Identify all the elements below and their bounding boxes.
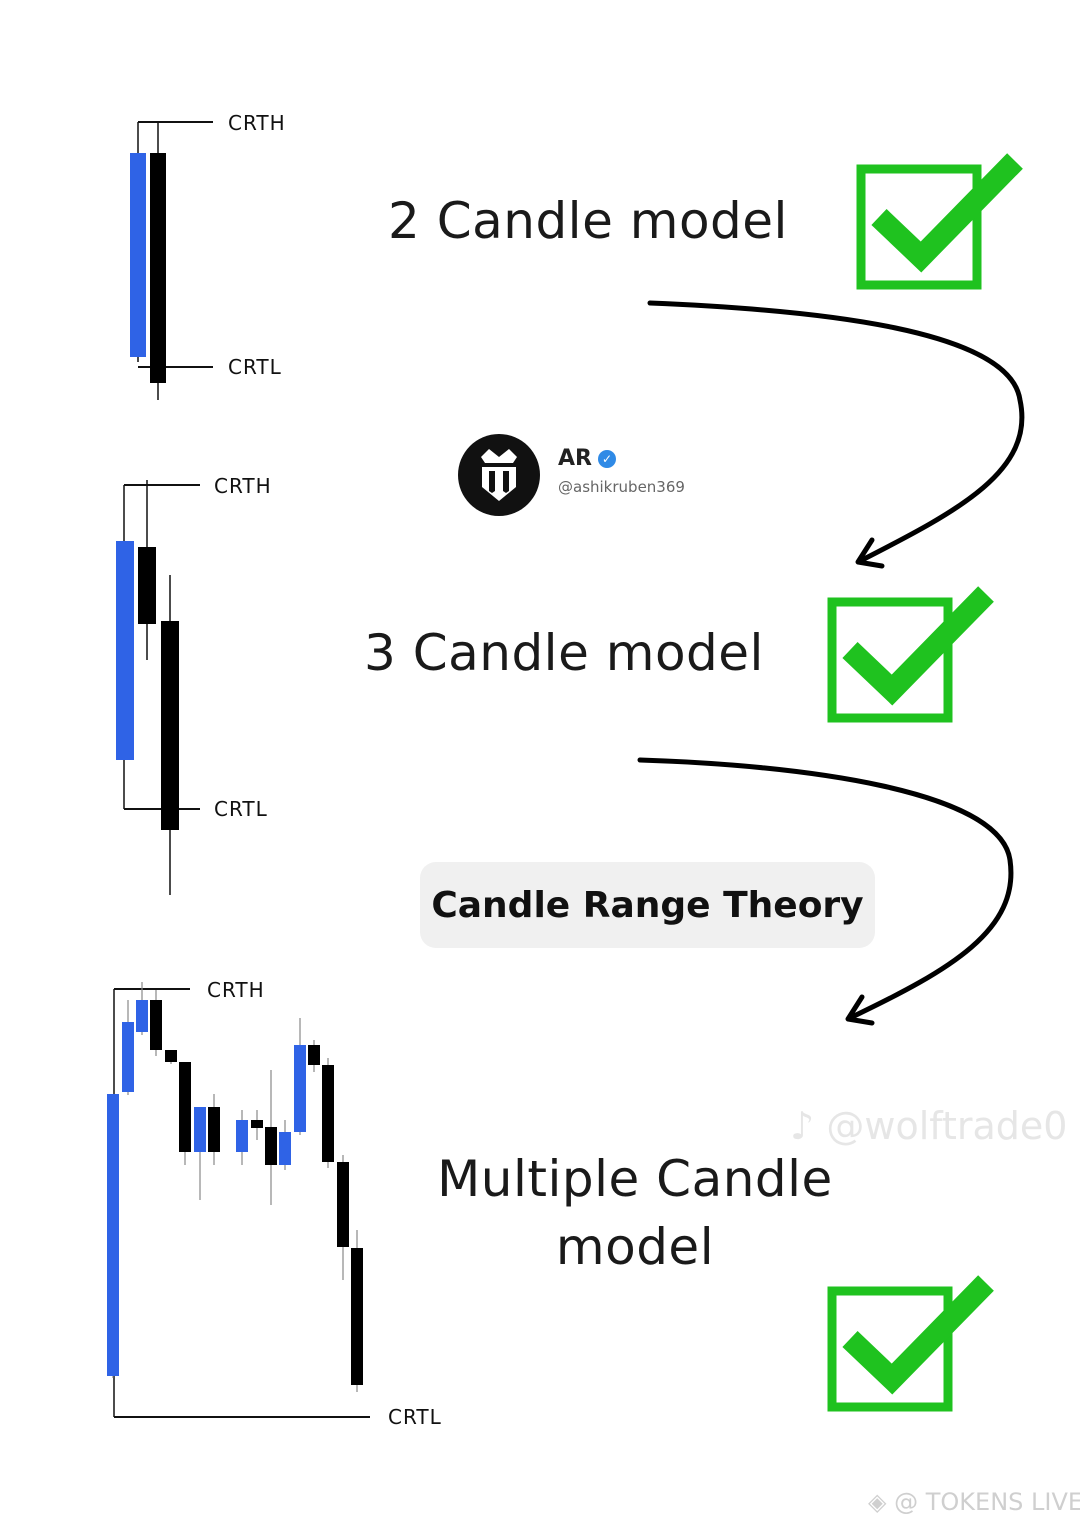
- heading-multiple-candle-line2: model: [555, 1218, 715, 1276]
- tiktok-watermark: ♪ @wolftrade0: [790, 1104, 1067, 1148]
- bull-candle: [236, 1120, 248, 1152]
- crtl-label: CRTL: [228, 355, 282, 379]
- footer-watermark-text: @ TOKENS LIVE: [894, 1488, 1080, 1516]
- chart-three-candle: CRTH CRTL: [116, 474, 272, 895]
- verified-badge-icon: ✓: [598, 450, 616, 468]
- heading-multiple-candle-line1: Multiple Candle: [437, 1150, 833, 1208]
- bear-candle: [161, 621, 179, 830]
- tiktok-icon: ♪: [790, 1104, 815, 1148]
- chart-multiple-candle: CRTH CRTL: [107, 978, 442, 1429]
- bull-candle: [122, 1022, 134, 1092]
- check-box-icon: [856, 153, 1023, 290]
- curved-arrow-icon: [637, 757, 1014, 1026]
- crtl-label: CRTL: [388, 1405, 442, 1429]
- bear-candle: [337, 1162, 349, 1247]
- bear-candle: [165, 1050, 177, 1062]
- crth-label: CRTH: [214, 474, 272, 498]
- profile-card[interactable]: AR ✓ @ashikruben369: [458, 434, 718, 516]
- title-pill-text: Candle Range Theory: [431, 884, 864, 926]
- bull-candle: [107, 1094, 119, 1376]
- check-box-icon: [827, 586, 994, 723]
- candle-group: [107, 982, 363, 1392]
- diamond-logo-icon: ◈: [868, 1488, 887, 1516]
- avatar[interactable]: [458, 434, 540, 516]
- bull-candle: [294, 1045, 306, 1132]
- bull-candle: [116, 541, 134, 760]
- crown-logo-icon: [481, 449, 517, 501]
- bear-candle: [150, 1000, 162, 1050]
- crth-label: CRTH: [207, 978, 265, 1002]
- crth-label: CRTH: [228, 111, 286, 135]
- heading-two-candle: 2 Candle model: [388, 192, 788, 250]
- bull-candle: [136, 1000, 148, 1032]
- bear-candle: [138, 547, 156, 624]
- profile-handle: @ashikruben369: [558, 478, 685, 496]
- title-pill: Candle Range Theory: [420, 862, 875, 948]
- crtl-label: CRTL: [214, 797, 268, 821]
- bear-candle: [150, 153, 166, 383]
- profile-name: AR: [558, 446, 592, 471]
- chart-two-candle: CRTH CRTL: [130, 111, 286, 400]
- bear-candle: [322, 1065, 334, 1162]
- bear-candle: [251, 1120, 263, 1128]
- heading-three-candle: 3 Candle model: [364, 624, 764, 682]
- bear-candle: [208, 1107, 220, 1152]
- bull-candle: [194, 1107, 206, 1152]
- bear-candle: [179, 1062, 191, 1152]
- check-box-icon: [827, 1275, 994, 1412]
- bear-candle: [351, 1248, 363, 1385]
- tiktok-watermark-text: @wolftrade0: [826, 1104, 1068, 1148]
- bear-candle: [308, 1045, 320, 1065]
- bear-candle: [265, 1127, 277, 1165]
- bull-candle: [130, 153, 146, 357]
- footer-watermark: ◈ @ TOKENS LIVE: [868, 1488, 1080, 1516]
- bull-candle: [279, 1132, 291, 1165]
- curved-arrow-icon: [647, 300, 1025, 569]
